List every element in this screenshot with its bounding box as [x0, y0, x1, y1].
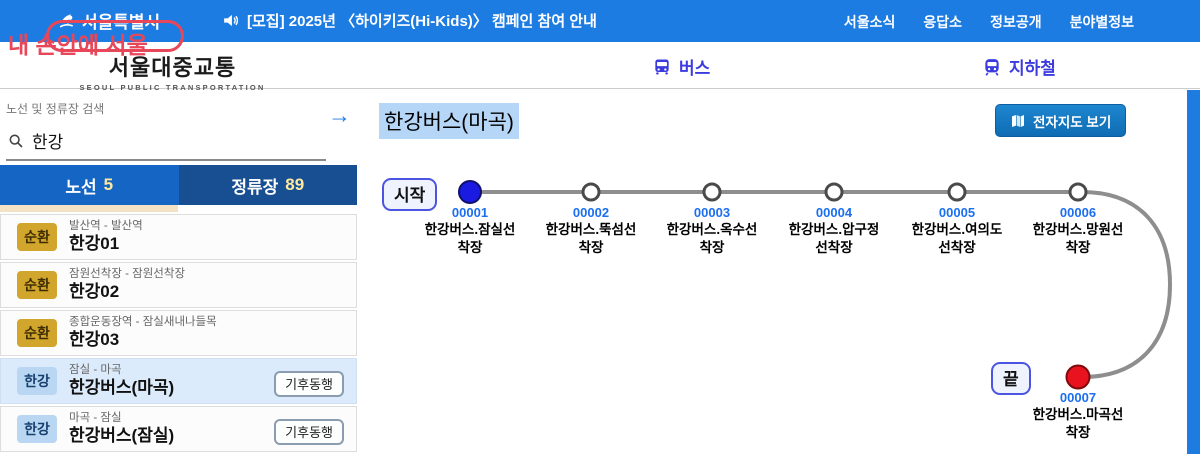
station-label-00001[interactable]: 00001 한강버스.잠실선 착장 [408, 205, 532, 256]
route-endpoints: 잠실 - 마곡 [69, 364, 122, 377]
station-id: 00003 [693, 205, 731, 220]
list-item-hangangbus-magok[interactable]: 한강 잠실 - 마곡 한강버스(마곡) 기후동행 [0, 358, 357, 404]
tab-routes-label: 노선 [65, 177, 97, 197]
search-icon [8, 133, 24, 149]
brand-title: 서울대중교통 [108, 55, 237, 80]
route-type-badge: 한강 [17, 415, 57, 443]
end-label: 끝 [991, 362, 1031, 395]
station-id: 00004 [815, 205, 853, 220]
nav-by-category[interactable]: 분야별정보 [1069, 14, 1134, 30]
station-id: 00006 [1059, 205, 1097, 220]
view-emap-button[interactable]: 전자지도 보기 [995, 104, 1127, 137]
seoul-logo-icon [56, 11, 76, 31]
nav-eungdapso[interactable]: 응답소 [923, 14, 963, 30]
start-label: 시작 [382, 178, 438, 211]
search-input[interactable]: 한강 [6, 126, 326, 161]
station-id: 00005 [938, 205, 976, 220]
tab-stops-count: 89 [285, 175, 305, 194]
list-item-hangang03[interactable]: 순환 종합운동장역 - 잠실새내나들목 한강03 [0, 310, 357, 356]
nav-seoul-news[interactable]: 서울소식 [843, 14, 896, 30]
route-name: 한강버스(마곡) [69, 377, 175, 397]
station-id: 00007 [1059, 390, 1097, 405]
climate-card-tag: 기후동행 [274, 371, 344, 397]
route-title: 한강버스(마곡) [379, 103, 519, 139]
station-name: 한강버스.압구정 선착장 [788, 222, 880, 255]
station-name: 한강버스.잠실선 착장 [424, 222, 516, 255]
list-item-hangang01[interactable]: 순환 발산역 - 발산역 한강01 [0, 214, 357, 260]
bus-icon [652, 57, 672, 77]
top-navigation: 서울소식 응답소 정보공개 분야별정보 [844, 12, 1134, 32]
station-label-00005[interactable]: 00005 한강버스.여의도 선착장 [895, 205, 1019, 256]
map-icon [1010, 113, 1026, 129]
station-label-00002[interactable]: 00002 한강버스.뚝섬선 착장 [529, 205, 653, 256]
site-header: 서울대중교통 SEOUL PUBLIC TRANSPORTATION 버스 [0, 42, 1200, 92]
subway-icon [982, 57, 1002, 77]
station-dot-00002[interactable] [581, 182, 601, 202]
station-dot-00001[interactable] [458, 180, 482, 204]
route-name: 한강버스(잠실) [69, 425, 175, 445]
station-dot-00005[interactable] [947, 182, 967, 202]
station-label-00004[interactable]: 00004 한강버스.압구정 선착장 [772, 205, 896, 256]
route-type-badge: 순환 [17, 319, 57, 347]
site-brand[interactable]: 서울대중교통 SEOUL PUBLIC TRANSPORTATION [0, 50, 345, 92]
vertical-scrollbar[interactable] [1187, 90, 1200, 454]
climate-card-tag: 기후동행 [274, 419, 344, 445]
station-dot-00004[interactable] [824, 182, 844, 202]
tab-subway[interactable]: 지하철 [982, 54, 1056, 79]
route-list: 순환 발산역 - 발산역 한강01 순환 잠원선착장 - 잠원선착장 한강02 … [0, 214, 357, 452]
station-dot-00007[interactable] [1065, 364, 1091, 390]
route-type-badge: 한강 [17, 367, 57, 395]
tab-routes-count: 5 [103, 175, 114, 194]
seoul-logo-text: 서울특별시 [82, 13, 161, 32]
view-emap-label: 전자지도 보기 [1033, 114, 1112, 130]
tab-bus-label: 버스 [679, 59, 711, 78]
route-endpoints: 마곡 - 잠실 [69, 412, 122, 425]
route-endpoints: 잠원선착장 - 잠원선착장 [69, 268, 186, 281]
announcement-banner[interactable]: [모집] 2025년 〈하이키즈(Hi-Kids)〉 캠페인 참여 안내 [222, 10, 597, 31]
tab-routes[interactable]: 노선 5 [0, 165, 179, 205]
brand-subtitle: SEOUL PUBLIC TRANSPORTATION [79, 83, 266, 92]
station-dot-00006[interactable] [1068, 182, 1088, 202]
tab-stops-label: 정류장 [231, 177, 279, 197]
list-item-hangangbus-jamsil[interactable]: 한강 마곡 - 잠실 한강버스(잠실) 기후동행 [0, 406, 357, 452]
station-name: 한강버스.여의도 선착장 [911, 222, 1003, 255]
route-endpoints: 발산역 - 발산역 [69, 220, 143, 233]
top-header-bar: 서울특별시 [모집] 2025년 〈하이키즈(Hi-Kids)〉 캠페인 참여 … [0, 0, 1200, 42]
speaker-icon [222, 12, 239, 29]
announcement-text: [모집] 2025년 〈하이키즈(Hi-Kids)〉 캠페인 참여 안내 [247, 13, 597, 30]
route-endpoints: 종합운동장역 - 잠실새내나들목 [69, 316, 217, 329]
tab-stops[interactable]: 정류장 89 [178, 165, 357, 205]
route-type-badge: 순환 [17, 271, 57, 299]
search-submit-arrow-icon[interactable]: → [328, 102, 351, 128]
tab-bus[interactable]: 버스 [652, 54, 710, 79]
route-name: 한강02 [69, 281, 120, 301]
result-tabs: 노선 5 정류장 89 [0, 165, 357, 205]
station-label-00006[interactable]: 00006 한강버스.망원선 착장 [1016, 205, 1140, 256]
active-tab-indicator [0, 205, 178, 212]
seoul-city-logo[interactable]: 서울특별시 [56, 8, 160, 33]
list-item-hangang02[interactable]: 순환 잠원선착장 - 잠원선착장 한강02 [0, 262, 357, 308]
station-name: 한강버스.뚝섬선 착장 [545, 222, 637, 255]
sidebar: 노선 및 정류장 검색 한강 → 노선 5 정류장 89 [0, 90, 357, 454]
route-name: 한강01 [69, 233, 120, 253]
station-name: 한강버스.망원선 착장 [1032, 222, 1124, 255]
nav-info-disclosure[interactable]: 정보공개 [990, 14, 1042, 30]
station-dot-00003[interactable] [702, 182, 722, 202]
station-id: 00002 [572, 205, 610, 220]
station-label-00007[interactable]: 00007 한강버스.마곡선 착장 [1016, 390, 1140, 441]
search-section-label: 노선 및 정류장 검색 [6, 102, 105, 116]
route-name: 한강03 [69, 329, 120, 349]
search-query-text: 한강 [32, 133, 64, 152]
station-name: 한강버스.마곡선 착장 [1032, 407, 1124, 440]
station-label-00003[interactable]: 00003 한강버스.옥수선 착장 [650, 205, 774, 256]
station-name: 한강버스.옥수선 착장 [666, 222, 758, 255]
route-type-badge: 순환 [17, 223, 57, 251]
tab-subway-label: 지하철 [1009, 59, 1056, 78]
